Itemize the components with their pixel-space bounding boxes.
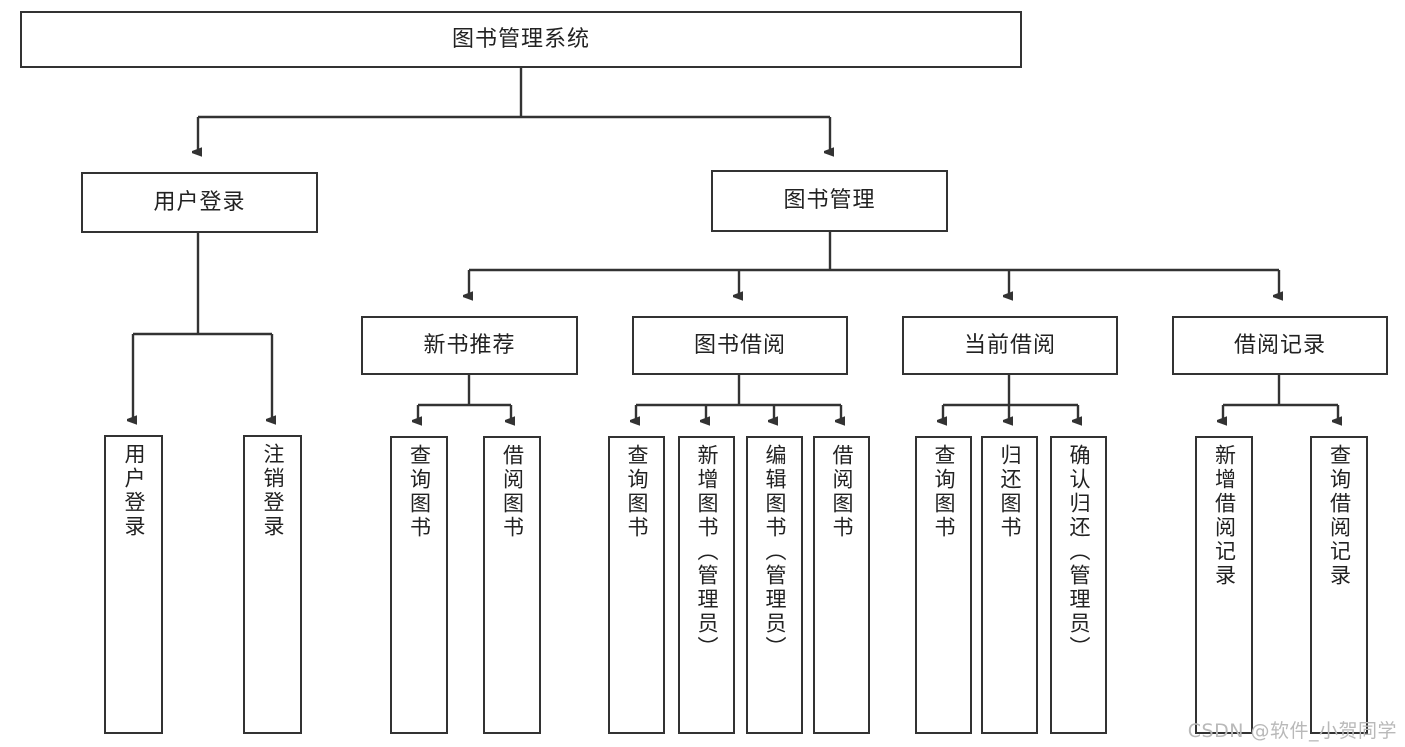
node-user-login[interactable]: 用户登录 <box>81 172 318 233</box>
node-label: 借阅图书 <box>830 444 854 540</box>
leaf-user-login[interactable]: 用户登录 <box>104 435 163 734</box>
node-label: 新增借阅记录 <box>1212 444 1237 588</box>
node-book-management-system[interactable]: 图书管理系统 <box>20 11 1022 68</box>
node-label: 注销登录 <box>261 443 285 539</box>
node-label: 用户登录 <box>153 189 246 215</box>
node-book-management[interactable]: 图书管理 <box>711 170 948 232</box>
node-label: 图书借阅 <box>693 332 786 358</box>
node-label: 归还图书 <box>998 444 1022 540</box>
node-label: 查询借阅记录 <box>1327 444 1352 588</box>
leaf-return-book[interactable]: 归还图书 <box>981 436 1038 734</box>
node-new-book-recommend[interactable]: 新书推荐 <box>361 316 578 375</box>
node-label: 查询图书 <box>932 444 956 540</box>
node-label: 图书管理 <box>783 188 876 214</box>
node-label: 当前借阅 <box>963 332 1056 358</box>
leaf-borrow-book[interactable]: 借阅图书 <box>813 436 870 734</box>
leaf-logout[interactable]: 注销登录 <box>243 435 302 734</box>
node-current-borrow[interactable]: 当前借阅 <box>902 316 1118 375</box>
node-label: 用户登录 <box>122 443 146 539</box>
node-label: 查询图书 <box>625 444 649 540</box>
node-label: 图书管理系统 <box>451 26 590 52</box>
node-label: 借阅图书 <box>500 444 525 540</box>
node-label: 确认归还（管理员） <box>1067 444 1091 660</box>
leaf-add-borrow-record[interactable]: 新增借阅记录 <box>1195 436 1253 734</box>
leaf-edit-book-admin[interactable]: 编辑图书（管理员） <box>746 436 803 734</box>
node-label: 编辑图书（管理员） <box>763 444 787 660</box>
node-label: 查询图书 <box>407 444 432 540</box>
leaf-confirm-return-admin[interactable]: 确认归还（管理员） <box>1050 436 1107 734</box>
node-book-borrow[interactable]: 图书借阅 <box>632 316 848 375</box>
node-label: 借阅记录 <box>1233 332 1326 358</box>
leaf-query-book-borrow[interactable]: 查询图书 <box>608 436 665 734</box>
node-borrow-records[interactable]: 借阅记录 <box>1172 316 1388 375</box>
leaf-query-borrow-record[interactable]: 查询借阅记录 <box>1310 436 1368 734</box>
leaf-add-book-admin[interactable]: 新增图书（管理员） <box>678 436 735 734</box>
csdn-watermark: CSDN @软件_小贺同学 <box>1187 720 1397 742</box>
leaf-borrow-book-newrec[interactable]: 借阅图书 <box>483 436 541 734</box>
node-label: 新增图书（管理员） <box>695 444 719 660</box>
node-label: 新书推荐 <box>423 332 516 358</box>
leaf-query-book-newrec[interactable]: 查询图书 <box>390 436 448 734</box>
leaf-query-book-current[interactable]: 查询图书 <box>915 436 972 734</box>
